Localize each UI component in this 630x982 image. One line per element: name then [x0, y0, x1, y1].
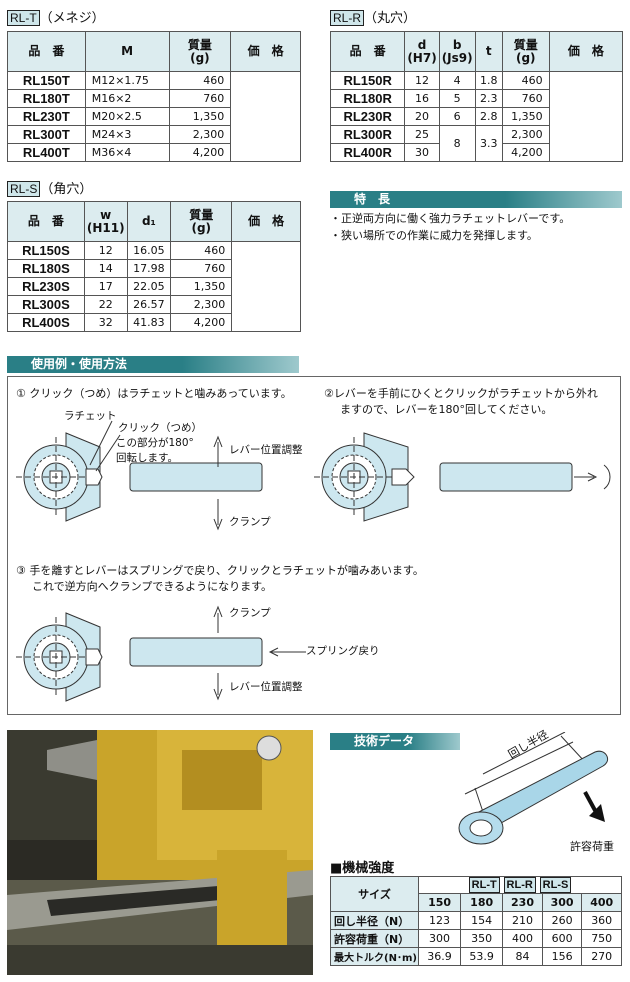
label-lever-adjust-1: レバー位置調整 — [229, 444, 303, 456]
rlt-title: RL-T（メネジ） — [7, 10, 105, 27]
usage-step2-line2: ますので、レバーを180°回してください。 — [340, 403, 553, 416]
label-lever-adjust-2: レバー位置調整 — [229, 681, 303, 693]
rlr-title: RL-R（丸穴） — [330, 10, 416, 27]
rls-title: RL-S（角穴） — [7, 181, 92, 198]
usage-step1: ① クリック（つめ）はラチェットと噛みあっています。 — [16, 387, 292, 400]
tech-band: 技術データ — [330, 733, 460, 750]
rlt-header-price: 価 格 — [230, 31, 301, 72]
lathe-illustration — [7, 730, 313, 975]
rlt-header-mass: 質量 (g) — [168, 31, 232, 72]
rlt-header-pn: 品 番 — [7, 31, 86, 72]
machine-photo — [7, 730, 313, 975]
rls-tag: RL-S — [7, 181, 41, 197]
features-band: 特 長 — [330, 191, 622, 208]
rlt-tag: RL-T — [7, 10, 40, 26]
label-clamp-1: クランプ — [229, 516, 271, 528]
label-rotate-1: この部分が180° — [116, 437, 194, 449]
usage-step3-line1: ③ 手を離すとレバーはスプリングで戻り、クリックとラチェットが噛みあいます。 — [16, 564, 424, 577]
usage-step2-line1: ②レバーを手前にひくとクリックがラチェットから外れ — [324, 387, 598, 400]
label-clamp-2: クランプ — [229, 607, 271, 619]
diagram-step2 — [313, 432, 611, 522]
feature-item: ・正逆両方向に働く強力ラチェットレバーです。 — [330, 212, 571, 225]
usage-step3-line2: これで逆方向へクランプできるようになります。 — [32, 580, 273, 593]
label-spring-return: スプリング戻り — [306, 645, 380, 657]
diagram-step1 — [15, 420, 263, 531]
mech-size-header: サイズ — [330, 876, 419, 912]
diagram-step3 — [15, 605, 306, 702]
label-rotate-2: 回転します。 — [116, 452, 178, 464]
mech-table: サイズ RL-T RL-R RL-S 150 180 230 300 400 回… — [330, 876, 622, 966]
usage-band: 使用例・使用方法 — [7, 356, 299, 373]
usage-box — [7, 376, 621, 715]
feature-item: ・狭い場所での作業に威力を発揮します。 — [330, 229, 538, 242]
rlr-tag: RL-R — [330, 10, 365, 26]
label-click: クリック（つめ） — [118, 422, 202, 434]
rlt-header-m: M — [84, 31, 170, 72]
label-allowable-load: 許容荷重 — [570, 840, 614, 853]
label-ratchet: ラチェット — [64, 410, 117, 422]
mech-title: ■機械強度 — [330, 861, 395, 876]
usage-diagrams — [15, 420, 611, 702]
wrench-diagram — [458, 732, 608, 845]
